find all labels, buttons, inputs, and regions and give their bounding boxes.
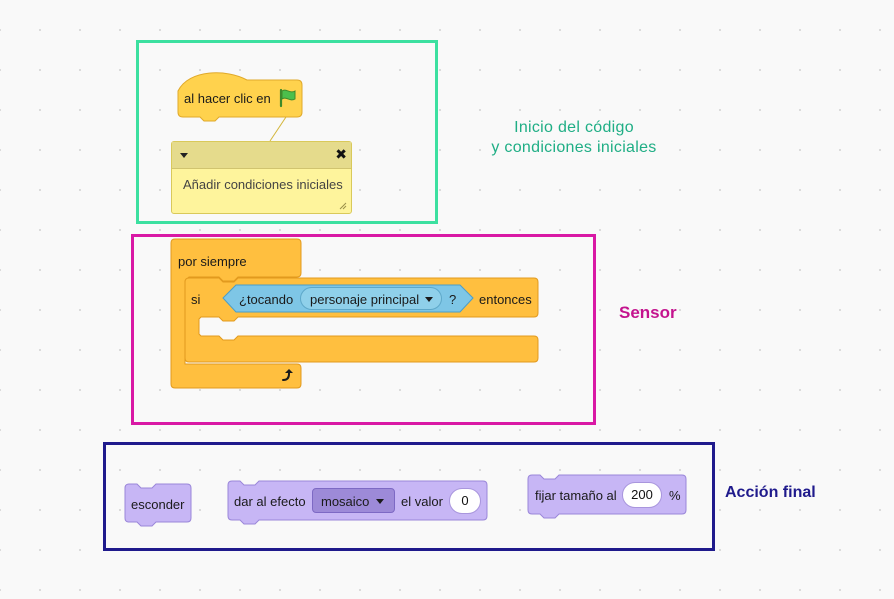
flag-icon [279, 88, 296, 108]
close-icon[interactable]: ✖ [335, 146, 347, 162]
size-value-input[interactable]: 200 [622, 482, 662, 508]
size-unit-label: % [669, 488, 681, 503]
sensor-section-label: Sensor [619, 303, 677, 322]
start-section-label: Inicio del código y condiciones iniciale… [455, 118, 693, 158]
start-section-label-line1: Inicio del código [514, 119, 634, 136]
forever-block [170, 238, 302, 389]
effect-dropdown[interactable]: mosaico [312, 488, 395, 513]
final-action-section-frame [103, 442, 715, 551]
touching-target-value: personaje principal [310, 292, 420, 307]
comment-text[interactable]: Añadir condiciones iniciales [183, 177, 343, 192]
if-label: si [191, 292, 201, 307]
value-label: el valor [401, 494, 443, 509]
resize-grip-icon[interactable] [339, 202, 347, 210]
final-action-section-label: Acción final [725, 484, 816, 501]
comment-header[interactable]: ✖ [172, 142, 351, 169]
start-section-frame [136, 40, 438, 224]
comment-note[interactable]: ✖ Añadir condiciones iniciales [171, 141, 352, 214]
effect-value-input[interactable]: 0 [449, 488, 481, 514]
set-size-label: fijar tamaño al [535, 488, 617, 503]
hide-block [124, 483, 192, 527]
start-section-label-line2: y condiciones iniciales [491, 139, 657, 156]
touching-target-dropdown[interactable]: personaje principal [300, 287, 442, 310]
question-mark: ? [449, 292, 457, 307]
when-flag-clicked-label: al hacer clic en [184, 91, 271, 106]
collapse-triangle-icon[interactable] [180, 153, 188, 158]
dropdown-triangle-icon [425, 297, 433, 302]
touching-label: ¿tocando [239, 292, 294, 307]
then-label: entonces [479, 292, 532, 307]
set-effect-label: dar al efecto [234, 494, 306, 509]
effect-dropdown-value: mosaico [321, 494, 370, 509]
when-flag-clicked-block[interactable] [177, 67, 303, 124]
loop-arrow-icon [282, 369, 293, 381]
forever-label: por siempre [178, 254, 247, 269]
dropdown-triangle-icon [376, 499, 384, 504]
hide-label: esconder [131, 497, 185, 512]
sensor-section-frame [131, 234, 596, 425]
